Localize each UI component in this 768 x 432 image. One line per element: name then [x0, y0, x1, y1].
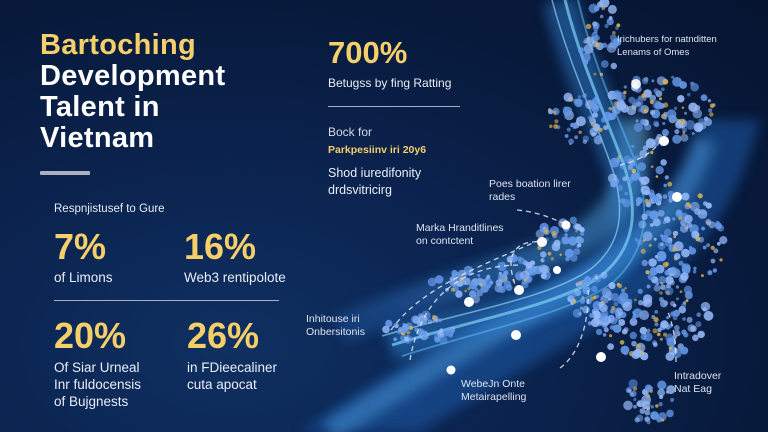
info-block-line: Shod iuredifonity [328, 166, 422, 180]
title-line-4: Vietnam [40, 122, 155, 154]
stat-value: 16% [184, 226, 257, 267]
callout-intradover: Intradover Nat Eag [674, 370, 721, 396]
stats-divider [54, 300, 279, 301]
callout-line: Metairapelling [461, 391, 527, 403]
callout-poes: Poes boation lirer rades [489, 178, 571, 204]
info-block-highlight: Parkpesiinv iri 20y6 [328, 144, 427, 156]
callout-line: Nat Eag [674, 383, 712, 395]
headline-stat: 700% Betugss by fing Ratting [328, 37, 451, 92]
callout-webe: WebeJn Onte Metairapelling [461, 378, 526, 404]
callout-line: Poes boation lirer [489, 178, 571, 190]
stat-16-percent: 16% Web3 rentipolote [184, 229, 286, 286]
headline-value: 700% [328, 35, 408, 70]
callout-line: WebeJn Onte [461, 378, 526, 390]
callout-line: Lenams of Omes [617, 47, 690, 58]
callout-inhitouse: Inhitouse iri Onbersitonis [306, 313, 365, 339]
info-block-line: drdsvitricirg [328, 183, 392, 197]
stat-label-line: in FDieecaliner [187, 360, 278, 375]
stat-label-line: Inr fuldocensis [54, 377, 142, 392]
callout-top-right: Irichubers for natnditten Lenams of Omes [617, 33, 717, 59]
info-block-title: Bock for [328, 125, 373, 139]
stat-20-percent: 20% Of Siar Urneal Inr fuldocensis of Bu… [54, 318, 141, 410]
stat-label: of Limons [54, 270, 113, 285]
callout-line: Inhitouse iri [306, 313, 360, 325]
stat-value: 26% [187, 315, 260, 356]
callout-line: Onbersitonis [306, 326, 365, 338]
stat-value: 20% [54, 315, 127, 356]
stat-label-line: Of Siar Urneal [54, 360, 140, 375]
callout-line: Irichubers for natnditten [617, 34, 717, 45]
stat-label-line: of Bujgnests [54, 394, 129, 409]
page-title: Bartoching Development Talent in Vietnam [40, 30, 225, 154]
callout-line: Intradover [674, 370, 722, 382]
title-underline [40, 171, 90, 175]
title-line-1: Bartoching [40, 29, 197, 61]
headline-label: Betugss by fing Ratting [328, 76, 452, 90]
headline-divider [328, 106, 460, 107]
callout-line: on contctent [416, 235, 474, 247]
stat-26-percent: 26% in FDieecaliner cuta apocat [187, 318, 277, 393]
stat-label: Web3 rentipolote [184, 270, 286, 285]
title-line-2: Development [40, 60, 226, 92]
callout-line: Marka Hranditlines [416, 222, 504, 234]
stats-subheading: Respnjistusef to Gure [54, 203, 165, 215]
callout-marka: Marka Hranditlines on contctent [416, 222, 504, 248]
callout-line: rades [489, 191, 516, 203]
title-line-3: Talent in [40, 91, 160, 123]
info-block: Bock for Parkpesiinv iri 20y6 Shod iured… [328, 124, 426, 199]
stat-7-percent: 7% of Limons [54, 229, 113, 286]
stat-label-line: cuta apocat [187, 377, 257, 392]
stat-value: 7% [54, 226, 107, 267]
